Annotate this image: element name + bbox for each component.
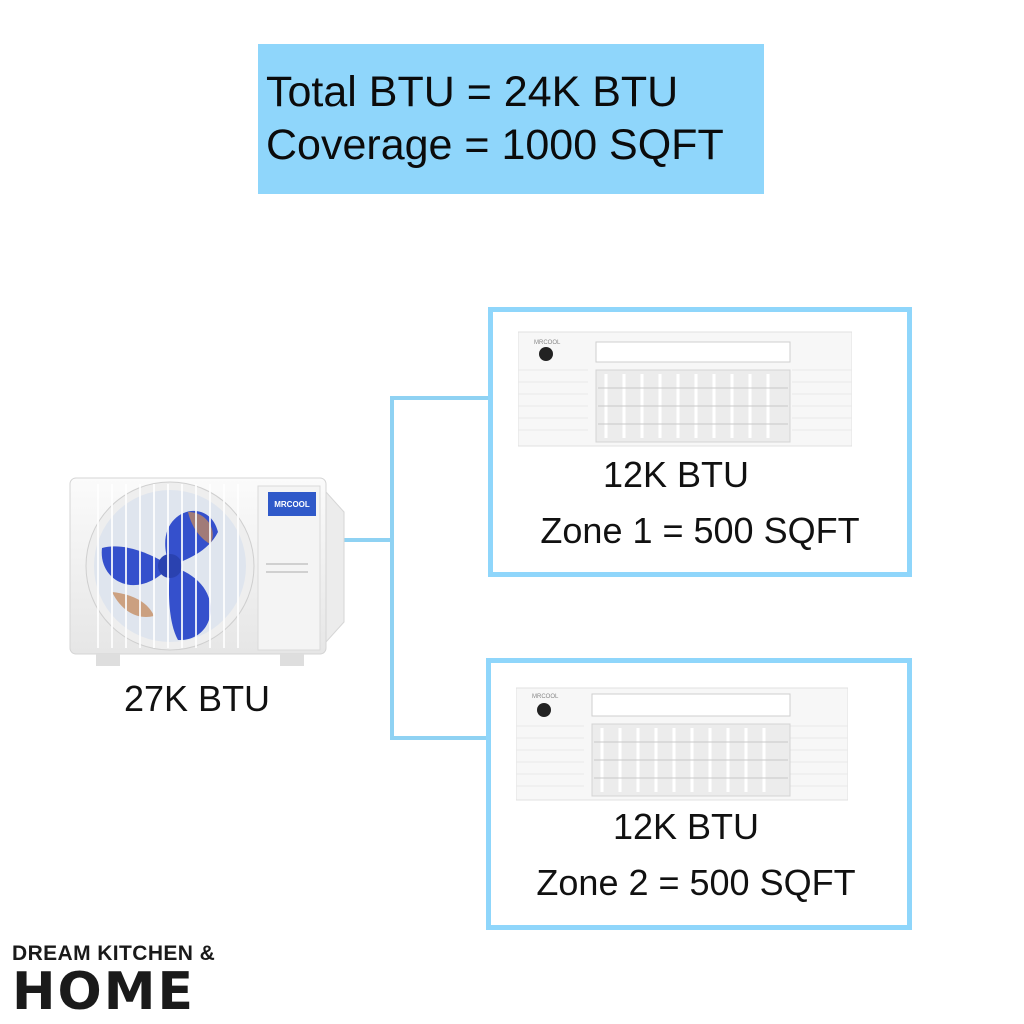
logo-line-2: HOME: [12, 962, 195, 1022]
indoor-cassette-unit-2: MRCOOL: [516, 687, 848, 801]
connector-to-zone-1: [390, 396, 490, 400]
outdoor-brand-badge: [268, 492, 316, 516]
zone-2-coverage: Zone 2 = 500 SQFT: [536, 862, 856, 903]
zone-1-btu: 12K BTU: [602, 454, 750, 495]
indoor-cassette-unit-1: MRCOOL: [518, 331, 852, 447]
sensor-icon: [539, 347, 553, 361]
summary-banner: Total BTU = 24K BTU Coverage = 1000 SQFT: [258, 44, 764, 194]
outdoor-brand-text: MRCOOL: [274, 500, 310, 509]
outdoor-unit-label: 27K BTU: [124, 678, 271, 719]
logo-line-1: DREAM KITCHEN &: [12, 942, 216, 965]
indoor-brand-text-2: MRCOOL: [532, 694, 559, 700]
total-btu-text: Total BTU = 24K BTU: [266, 68, 679, 116]
zone-2-btu: 12K BTU: [612, 806, 760, 847]
connector-from-outdoor: [326, 538, 394, 542]
connector-to-zone-2: [390, 736, 490, 740]
zone-1-coverage: Zone 1 = 500 SQFT: [540, 510, 860, 551]
connector-vertical: [390, 396, 394, 740]
dream-kitchen-home-logo: DREAM KITCHEN & HOME: [12, 942, 252, 1022]
sensor-icon-2: [537, 703, 551, 717]
outdoor-condenser-unit: MRCOOL: [69, 477, 345, 666]
indoor-brand-text: MRCOOL: [534, 340, 561, 346]
coverage-text: Coverage = 1000 SQFT: [266, 121, 724, 169]
